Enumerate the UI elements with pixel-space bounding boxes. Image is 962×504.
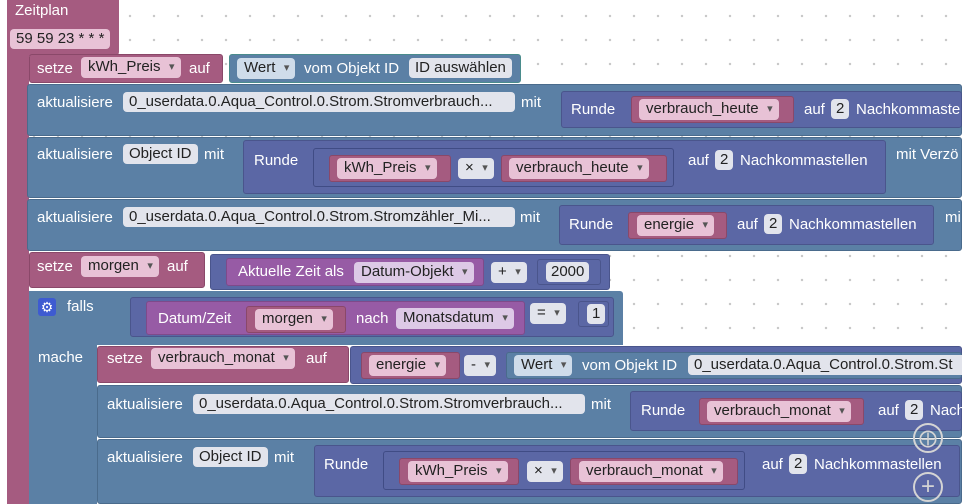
operator-dropdown[interactable]: -: [464, 355, 496, 376]
object-id-field[interactable]: 0_userdata.0.Aqua_Control.0.Strom.Stromv…: [123, 92, 515, 112]
variable-dropdown[interactable]: verbrauch_heute: [639, 99, 779, 120]
delay-keyword: mit Verzö: [896, 146, 959, 163]
round-keyword: Runde: [641, 402, 686, 419]
set-keyword: setze: [37, 60, 73, 77]
variable-dropdown[interactable]: morgen: [81, 256, 159, 277]
variable-dropdown[interactable]: energie: [369, 355, 447, 376]
variable-dropdown[interactable]: kWh_Preis: [81, 57, 181, 78]
update-keyword: aktualisiere: [37, 146, 113, 163]
number-field[interactable]: 1: [587, 304, 606, 324]
gear-icon[interactable]: ⚙: [38, 298, 56, 316]
with-keyword: mit: [274, 449, 294, 466]
from-object-label: vom Objekt ID: [304, 60, 400, 77]
delay-keyword: mi: [945, 209, 961, 226]
variable-dropdown[interactable]: kWh_Preis: [408, 461, 508, 482]
round-block[interactable]: [559, 205, 934, 245]
if-block-body: [29, 340, 97, 504]
with-keyword: mit: [204, 146, 224, 163]
current-time-label: Aktuelle Zeit als: [238, 263, 344, 280]
decimals-label: Nachkommastellen: [789, 216, 917, 233]
decimals-field[interactable]: 2: [789, 454, 808, 474]
reset-view-icon[interactable]: ⨁: [913, 423, 943, 453]
update-keyword: aktualisiere: [107, 449, 183, 466]
operator-dropdown[interactable]: +: [491, 262, 527, 283]
object-id-field[interactable]: 0_userdata.0.Aqua_Control.0.Strom.Stromv…: [193, 394, 585, 414]
after-keyword: nach: [356, 310, 389, 327]
to-keyword: auf: [737, 216, 758, 233]
value-type-dropdown[interactable]: Wert: [514, 355, 573, 376]
object-id-field[interactable]: Object ID: [123, 144, 198, 164]
with-keyword: mit: [521, 94, 541, 111]
value-type-dropdown[interactable]: Wert: [237, 58, 296, 79]
date-time-label: Datum/Zeit: [158, 310, 232, 327]
round-keyword: Runde: [571, 101, 616, 118]
round-keyword: Runde: [324, 456, 369, 473]
variable-dropdown[interactable]: verbrauch_monat: [151, 348, 295, 369]
time-format-dropdown[interactable]: Datum-Objekt: [354, 262, 474, 283]
variable-dropdown[interactable]: verbrauch_monat: [707, 401, 851, 422]
schedule-trigger-body: [7, 50, 29, 504]
object-id-select[interactable]: ID auswählen: [409, 58, 512, 78]
do-keyword: mache: [38, 349, 84, 366]
operator-dropdown[interactable]: ×: [527, 461, 563, 482]
decimals-field[interactable]: 2: [905, 400, 924, 420]
to-keyword: auf: [804, 101, 825, 118]
set-keyword: setze: [107, 350, 143, 367]
decimals-field[interactable]: 2: [831, 99, 850, 119]
variable-dropdown[interactable]: verbrauch_heute: [509, 158, 649, 179]
update-keyword: aktualisiere: [107, 396, 183, 413]
to-keyword: auf: [189, 60, 210, 77]
to-keyword: auf: [688, 152, 709, 169]
trigger-title: Zeitplan: [15, 2, 69, 19]
object-id-field[interactable]: Object ID: [193, 447, 268, 467]
operator-dropdown[interactable]: ×: [458, 158, 494, 179]
cron-field[interactable]: 59 59 23 * * *: [10, 29, 111, 49]
from-object-label: vom Objekt ID: [582, 357, 678, 374]
to-keyword: auf: [878, 402, 899, 419]
decimals-label: Nach: [930, 402, 962, 419]
decimals-label: Nachkommaste: [856, 101, 961, 118]
variable-dropdown[interactable]: morgen: [255, 309, 333, 330]
decimals-field[interactable]: 2: [764, 214, 783, 234]
set-keyword: setze: [37, 258, 73, 275]
to-keyword: auf: [306, 350, 327, 367]
variable-dropdown[interactable]: kWh_Preis: [337, 158, 437, 179]
round-keyword: Runde: [569, 216, 614, 233]
to-keyword: auf: [167, 258, 188, 275]
number-field[interactable]: 2000: [546, 262, 590, 282]
if-keyword: falls: [67, 298, 94, 315]
to-keyword: auf: [762, 456, 783, 473]
zoom-in-icon[interactable]: +: [913, 472, 943, 502]
decimals-label: Nachkommastellen: [740, 152, 868, 169]
round-keyword: Runde: [254, 152, 299, 169]
date-unit-dropdown[interactable]: Monatsdatum: [396, 308, 514, 329]
update-keyword: aktualisiere: [37, 209, 113, 226]
with-keyword: mit: [520, 209, 540, 226]
variable-dropdown[interactable]: verbrauch_monat: [579, 461, 723, 482]
object-id-field[interactable]: 0_userdata.0.Aqua_Control.0.Strom.Stromz…: [123, 207, 515, 227]
decimals-field[interactable]: 2: [715, 150, 734, 170]
with-keyword: mit: [591, 396, 611, 413]
update-keyword: aktualisiere: [37, 94, 113, 111]
variable-dropdown[interactable]: energie: [637, 215, 715, 236]
object-id-field[interactable]: 0_userdata.0.Aqua_Control.0.Strom.St: [688, 355, 962, 375]
operator-dropdown[interactable]: =: [530, 303, 566, 324]
decimals-label: Nachkommastellen: [814, 456, 942, 473]
